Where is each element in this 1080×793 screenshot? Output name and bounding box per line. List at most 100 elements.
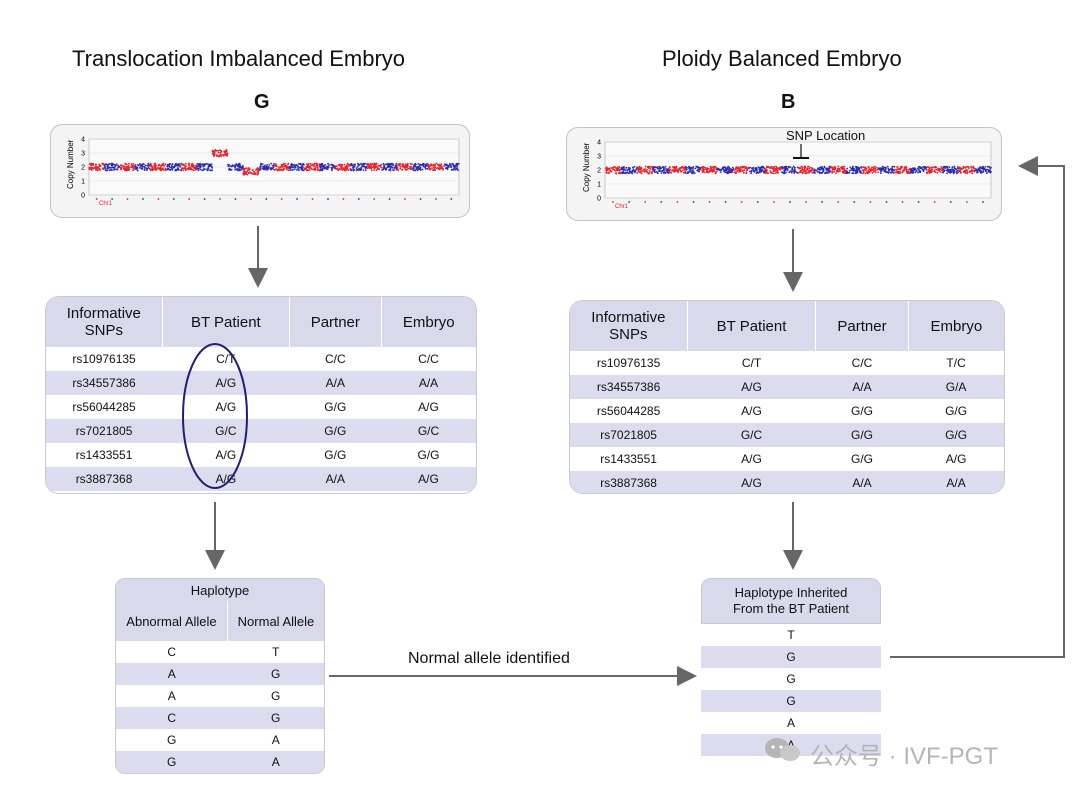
copy-number-point — [253, 170, 256, 173]
copy-number-point — [810, 170, 812, 173]
right-letter: B — [781, 91, 796, 113]
copy-number-point — [874, 171, 877, 174]
copy-number-point — [988, 165, 991, 168]
copy-number-point — [981, 166, 984, 168]
copy-number-point — [840, 167, 843, 170]
copy-number-point — [771, 165, 773, 168]
copy-number-point — [939, 171, 942, 173]
copy-number-point — [720, 169, 723, 172]
copy-number-point — [699, 168, 702, 171]
copy-number-point — [128, 162, 130, 165]
copy-number-point — [793, 170, 796, 172]
copy-number-point — [613, 169, 616, 171]
copy-number-point — [424, 166, 427, 169]
copy-number-point — [369, 165, 371, 168]
copy-number-point — [890, 171, 892, 174]
copy-number-point — [770, 171, 772, 174]
copy-number-point — [359, 169, 362, 172]
left-haplotype-table: Haplotype Abnormal Allele Normal Allele … — [115, 578, 325, 774]
copy-number-point — [104, 165, 106, 168]
copy-number-point — [971, 169, 973, 172]
copy-number-point — [702, 170, 705, 173]
haplotype-row: G — [701, 646, 881, 668]
copy-number-point — [950, 171, 953, 174]
copy-number-point — [425, 165, 428, 167]
copy-number-point — [726, 167, 729, 170]
chromosome-tick — [756, 201, 759, 203]
copy-number-point — [366, 167, 369, 170]
copy-number-point — [644, 168, 646, 170]
copy-number-point — [225, 150, 228, 153]
left-header-0: Informative SNPs — [46, 297, 163, 347]
copy-number-point — [677, 170, 680, 172]
copy-number-point — [874, 165, 876, 168]
copy-number-point — [143, 168, 146, 171]
copy-number-point — [284, 162, 286, 165]
copy-number-point — [636, 166, 638, 169]
copy-number-point — [942, 166, 945, 168]
copy-number-point — [261, 163, 264, 166]
copy-number-point — [150, 164, 153, 166]
copy-number-point — [196, 167, 199, 169]
copy-number-point — [146, 164, 149, 167]
chromosome-tick — [234, 198, 237, 200]
copy-number-point — [926, 166, 929, 168]
copy-number-point — [331, 167, 333, 170]
copy-number-point — [665, 168, 667, 170]
copy-number-point — [154, 166, 157, 168]
copy-number-point — [814, 172, 816, 174]
table-cell: G/G — [850, 404, 873, 418]
copy-number-point — [627, 172, 630, 174]
copy-number-point — [350, 164, 353, 167]
copy-number-point — [299, 166, 302, 169]
table-cell: C/T — [216, 352, 236, 366]
copy-number-point — [335, 165, 338, 167]
copy-number-point — [955, 168, 958, 171]
table-cell: rs34557386 — [46, 371, 163, 395]
copy-number-point — [407, 167, 410, 170]
copy-number-point — [137, 164, 139, 166]
copy-number-point — [742, 169, 744, 172]
copy-number-point — [331, 164, 334, 167]
copy-number-point — [984, 168, 986, 171]
copy-number-point — [105, 163, 108, 166]
copy-number-point — [605, 167, 607, 170]
copy-number-point — [632, 166, 634, 169]
copy-number-point — [147, 162, 150, 165]
copy-number-point — [346, 168, 349, 171]
copy-number-point — [871, 169, 873, 172]
copy-number-point — [231, 164, 234, 166]
copy-number-point — [145, 167, 148, 170]
copy-number-point — [376, 166, 379, 169]
copy-number-point — [456, 162, 459, 165]
copy-number-point — [410, 167, 413, 170]
copy-number-point — [948, 171, 951, 173]
copy-number-point — [393, 169, 395, 171]
copy-number-point — [655, 166, 657, 169]
copy-number-point — [638, 165, 641, 168]
copy-number-point — [897, 171, 900, 173]
copy-number-point — [742, 165, 745, 168]
copy-number-point — [108, 166, 111, 169]
copy-number-point — [674, 170, 677, 172]
copy-number-point — [295, 164, 297, 166]
copy-number-point — [345, 167, 347, 169]
copy-number-point — [815, 169, 818, 172]
copy-number-point — [915, 170, 918, 172]
copy-number-point — [741, 167, 744, 169]
right-header-0: Informative SNPs — [570, 301, 688, 351]
copy-number-point — [356, 162, 359, 165]
copy-number-point — [162, 164, 165, 167]
chromosome-tick — [708, 201, 711, 203]
copy-number-point — [958, 170, 960, 173]
copy-number-point — [967, 167, 970, 170]
copy-number-point — [281, 164, 284, 167]
copy-number-point — [421, 168, 424, 171]
copy-number-point — [826, 169, 829, 172]
copy-number-point — [828, 165, 831, 168]
copy-number-point — [962, 165, 965, 168]
